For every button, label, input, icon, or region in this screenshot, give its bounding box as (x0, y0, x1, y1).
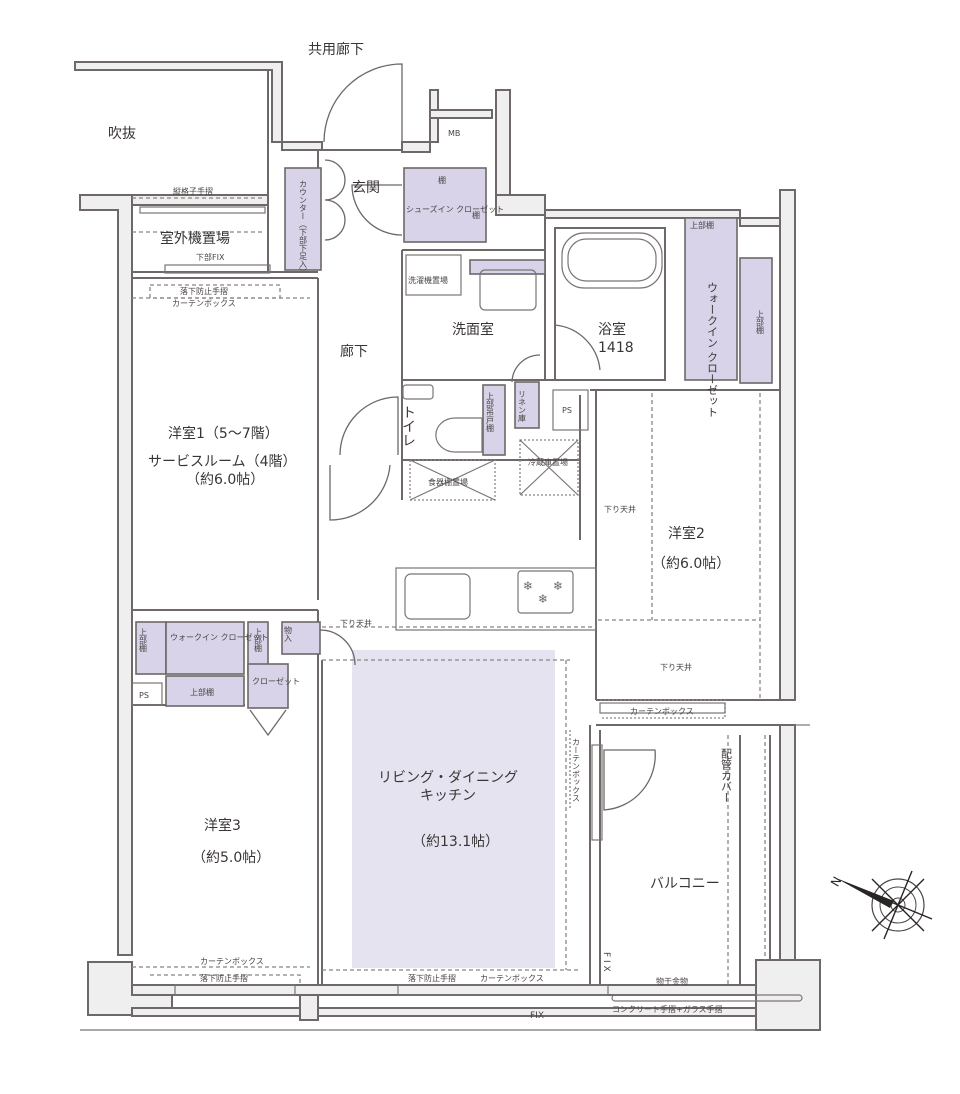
ldk-label: リビング・ダイニング (378, 770, 518, 786)
western-room-1-label: 洋室1（5〜7階） (168, 425, 279, 442)
western-room-1-size-label: （約6.0帖） (186, 472, 264, 488)
mb-label: MB (448, 129, 460, 138)
western-room-2-size-label: （約6.0帖） (652, 556, 730, 572)
ldk-size-label: （約13.1帖） (412, 834, 499, 850)
linen-storage-label: リネン庫 (518, 390, 527, 423)
walk-in-closet-bed1-label: ウォークイン クローゼット (170, 632, 269, 642)
western-room-3-size-label: （約5.0帖） (192, 850, 270, 866)
lowered-ceiling-label-3: 下り天井 (340, 618, 372, 628)
fridge-space-label: 冷蔵庫置場 (528, 457, 568, 467)
fixtures: ❄ ❄ ❄ (131, 232, 663, 706)
svg-text:❄: ❄ (523, 579, 533, 593)
upper-cabinet-label-3: 上部棚 (139, 628, 148, 653)
labels: 共用廊下 吹抜 MB 縦格子手摺 室外機置場 下部FIX 落下防止手摺 カーテン… (108, 41, 765, 1021)
balcony-railing-label: コンクリート手摺+ガラス手摺 (612, 1004, 723, 1014)
corridor-label: 廊下 (340, 343, 368, 360)
western-room-2-label: 洋室2 (668, 525, 705, 542)
entrance-label: 玄関 (352, 179, 380, 196)
upper-cabinet-label-2: 上部棚 (756, 310, 765, 335)
bathroom-size-label: 1418 (598, 340, 634, 356)
fall-prevention-railing-top-label: 落下防止手摺 (180, 286, 228, 296)
walk-in-closet-bed2-label: ウォークイン クローゼット (706, 282, 719, 418)
windows (139, 206, 803, 1002)
lattice-railing-label: 縦格子手摺 (173, 186, 213, 196)
fall-prevention-railing-label-2: 落下防止手摺 (408, 973, 456, 983)
doors (249, 63, 656, 811)
upper-cabinet-label-5: 上部棚 (190, 687, 214, 697)
toilet-upper-cabinet-label: 上部吊戸棚 (486, 392, 495, 433)
ps-label-1: PS (562, 406, 572, 415)
upper-cabinet-label-4: 上部棚 (254, 628, 263, 653)
compass-north-label: N (828, 874, 845, 889)
pipe-cover-label: 配管カバー (720, 748, 733, 803)
outdoor-unit-space-label: 室外機置場 (160, 230, 230, 247)
fix-label: FIX (530, 1011, 544, 1021)
closet-label: クローゼット (252, 676, 300, 686)
storage-label: 物入 (284, 625, 293, 642)
bathroom-label: 浴室 (598, 321, 626, 338)
toilet-label: トイレ (400, 405, 416, 447)
shelf-label-2: 棚 (472, 210, 480, 220)
ldk-kitchen-label: キッチン (420, 788, 476, 804)
lowered-ceiling-label-1: 下り天井 (604, 504, 636, 514)
shelf-label-1: 棚 (438, 175, 446, 185)
fix-vertical-label: F I X (601, 952, 611, 972)
atrium-label: 吹抜 (108, 126, 136, 142)
ps-label-2: PS (139, 691, 149, 700)
dashed-guides (132, 197, 766, 985)
svg-text:❄: ❄ (538, 592, 548, 606)
shoe-in-closet-label: シューズイン クローゼット (406, 204, 504, 214)
counter-label: カウンター（下部下足入） (299, 180, 308, 276)
ldk-area (352, 650, 555, 968)
walls (74, 61, 821, 1031)
laundry-hardware-label: 物干金物 (656, 976, 688, 986)
curtain-box-label-3: カーテンボックス (630, 707, 694, 716)
curtain-box-label-2: カーテンボックス (480, 974, 544, 983)
washroom-label: 洗面室 (452, 321, 494, 338)
western-room-3-label: 洋室3 (204, 817, 241, 834)
dish-rack-space-label: 食器棚置場 (428, 477, 468, 487)
storage-areas (135, 167, 773, 709)
washer-space-label: 洗濯機置場 (408, 275, 448, 285)
service-room-label: サービスルーム（4階） (148, 454, 297, 470)
common-corridor-label: 共用廊下 (308, 41, 364, 58)
lower-fix-label: 下部FIX (196, 252, 225, 262)
compass-icon (836, 870, 933, 940)
lowered-ceiling-label-2: 下り天井 (660, 662, 692, 672)
fall-prevention-railing-label-1: 落下防止手摺 (200, 973, 248, 983)
curtain-box-top-label: カーテンボックス (172, 299, 236, 308)
svg-text:❄: ❄ (553, 579, 563, 593)
upper-cabinet-label-1: 上部棚 (690, 220, 714, 230)
balcony-label: バルコニー (650, 876, 720, 892)
curtain-box-label-4: カーテンボックス (572, 738, 581, 802)
curtain-box-label-1: カーテンボックス (200, 957, 264, 966)
